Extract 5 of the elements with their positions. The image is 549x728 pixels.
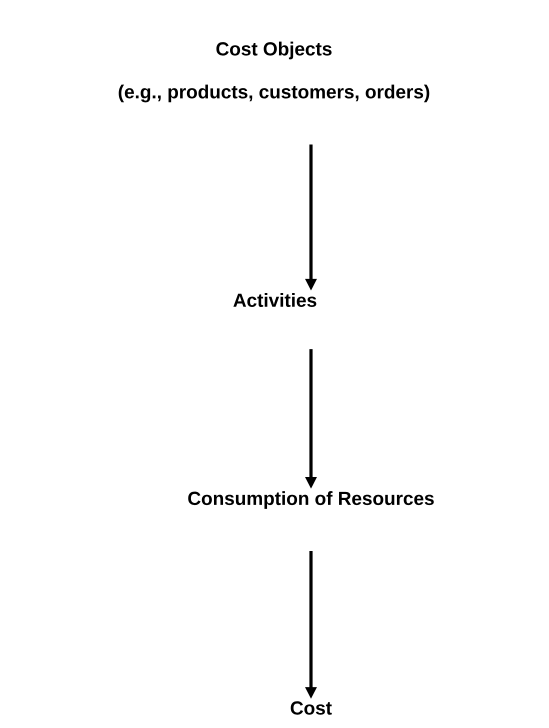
subheading: (e.g., products, customers, orders) <box>118 84 430 102</box>
heading: Cost <box>290 701 332 715</box>
heading: Cost Objects <box>216 42 332 60</box>
heading: Activities <box>233 293 316 307</box>
heading: Consumption of Resources <box>188 491 434 509</box>
